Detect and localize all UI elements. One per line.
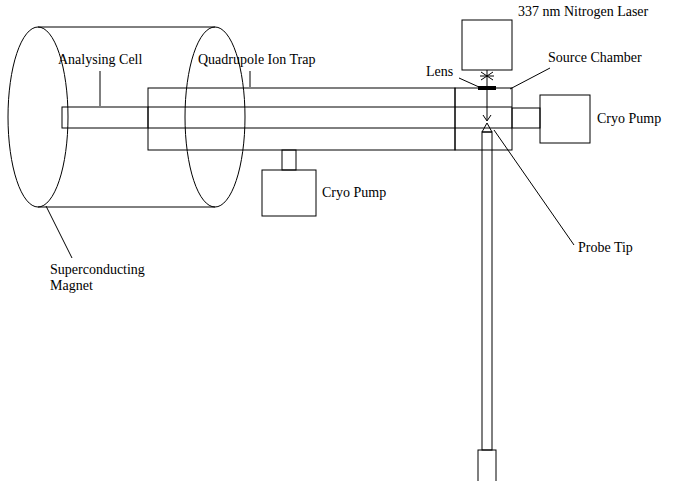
source-chamber (455, 88, 512, 150)
leader-line (510, 68, 550, 89)
cryo-pump (262, 170, 316, 216)
leader-line (250, 71, 251, 87)
magnet-body (38, 27, 215, 28)
part-label: Analysing Cell (58, 52, 142, 68)
cryo-pump (540, 95, 590, 143)
ion-trap (148, 88, 455, 150)
pump-pipe (512, 108, 540, 128)
part-label: Superconducting Magnet (50, 262, 160, 294)
pump-pipe (282, 150, 296, 170)
leader-line (100, 71, 101, 106)
laser-aperture (480, 72, 494, 80)
laser-box (462, 20, 512, 70)
part-label: Lens (426, 64, 453, 80)
probe-handle (478, 450, 496, 481)
part-label: Source Chamber (548, 50, 642, 66)
ion-trap-bore (148, 128, 512, 129)
leader-line (494, 130, 574, 245)
beam-arrow (483, 115, 491, 121)
ion-trap-bore (148, 107, 512, 108)
leader-line (459, 78, 479, 87)
analysing-cell (62, 107, 148, 128)
probe-rod (482, 132, 492, 450)
lens (478, 86, 496, 90)
leader-line (46, 206, 72, 258)
magnet-body (38, 207, 215, 208)
part-label: Cryo Pump (322, 185, 386, 201)
part-label: Cryo Pump (597, 111, 661, 127)
part-label: Quadrupole Ion Trap (198, 52, 315, 68)
device-label: 337 nm Nitrogen Laser (518, 4, 648, 20)
part-label: Probe Tip (578, 240, 633, 256)
probe-tip (482, 123, 492, 132)
laser-beam (487, 70, 488, 120)
